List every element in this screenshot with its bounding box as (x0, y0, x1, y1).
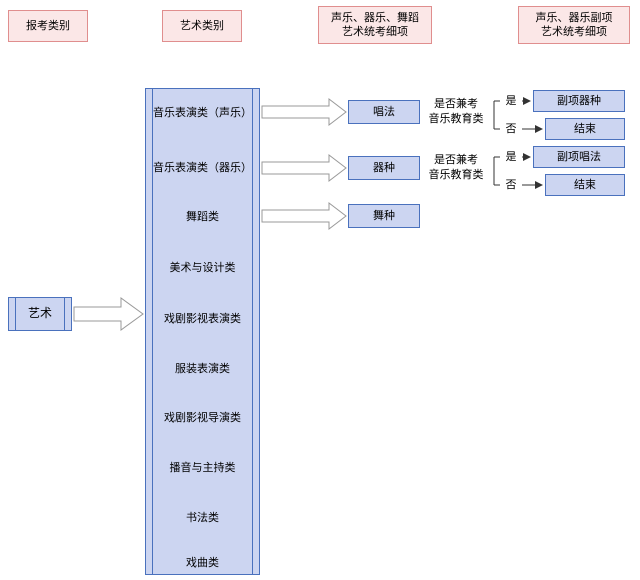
node-secondary-vocal: 副项唱法 (533, 146, 625, 168)
flow-arrow-dance (261, 201, 347, 231)
decision-question-2: 是否兼考 音乐教育类 (428, 154, 484, 181)
category-label: 美术与设计类 (169, 262, 236, 274)
decision-question-1: 是否兼考 音乐教育类 (428, 98, 484, 125)
node-end-2: 结束 (545, 174, 625, 196)
category-label: 音乐表演类（声乐） (153, 107, 252, 119)
branch-yes-label-2: 是 (500, 150, 522, 164)
node-vocal-style: 唱法 (348, 100, 420, 124)
category-item: 播音与主持类 (145, 457, 260, 477)
category-label: 戏剧影视表演类 (164, 313, 241, 325)
node-label: 副项器种 (557, 94, 601, 107)
category-item: 戏剧影视表演类 (145, 308, 260, 328)
node-label: 唱法 (373, 105, 395, 118)
node-label: 艺术 (27, 306, 52, 321)
category-item: 书法类 (145, 507, 260, 527)
header-label: 声乐、器乐副项 艺术统考细项 (535, 11, 613, 38)
node-end-1: 结束 (545, 118, 625, 140)
header-exam-detail: 声乐、器乐、舞蹈 艺术统考细项 (318, 6, 432, 44)
node-label: 结束 (574, 122, 596, 135)
category-label: 戏曲类 (186, 557, 219, 569)
node-instrument-type: 器种 (348, 156, 420, 180)
flow-arrow-vocal (261, 97, 347, 127)
node-secondary-instrument: 副项器种 (533, 90, 625, 112)
header-label: 艺术类别 (180, 19, 224, 32)
node-label: 副项唱法 (557, 150, 601, 163)
category-label: 音乐表演类（器乐） (153, 162, 252, 174)
node-art: 艺术 (8, 297, 72, 331)
category-label: 戏剧影视导演类 (164, 412, 241, 424)
branch-no-label-1: 否 (500, 122, 522, 136)
category-item: 音乐表演类（器乐） (145, 157, 260, 177)
branch-no-label-2: 否 (500, 178, 522, 192)
category-label: 播音与主持类 (169, 462, 236, 474)
branch-yes-label-1: 是 (500, 94, 522, 108)
category-item: 戏曲类 (145, 552, 260, 572)
flow-arrow-instrumental (261, 153, 347, 183)
header-report-category: 报考类别 (8, 10, 88, 42)
category-item: 服装表演类 (145, 358, 260, 378)
node-dance-type: 舞种 (348, 204, 420, 228)
category-item: 戏剧影视导演类 (145, 407, 260, 427)
category-container (145, 88, 260, 575)
category-label: 舞蹈类 (186, 211, 219, 223)
node-label: 结束 (574, 178, 596, 191)
header-label: 声乐、器乐、舞蹈 艺术统考细项 (331, 11, 419, 38)
flow-arrow-art-to-categories (73, 297, 144, 331)
header-secondary-exam-detail: 声乐、器乐副项 艺术统考细项 (518, 6, 630, 44)
category-item: 音乐表演类（声乐） (145, 102, 260, 122)
category-item: 美术与设计类 (145, 257, 260, 277)
category-label: 服装表演类 (175, 363, 230, 375)
category-label: 书法类 (186, 512, 219, 524)
node-label: 舞种 (373, 209, 395, 222)
category-item: 舞蹈类 (145, 206, 260, 226)
node-label: 器种 (373, 161, 395, 174)
header-art-category: 艺术类别 (162, 10, 242, 42)
header-label: 报考类别 (26, 19, 70, 32)
